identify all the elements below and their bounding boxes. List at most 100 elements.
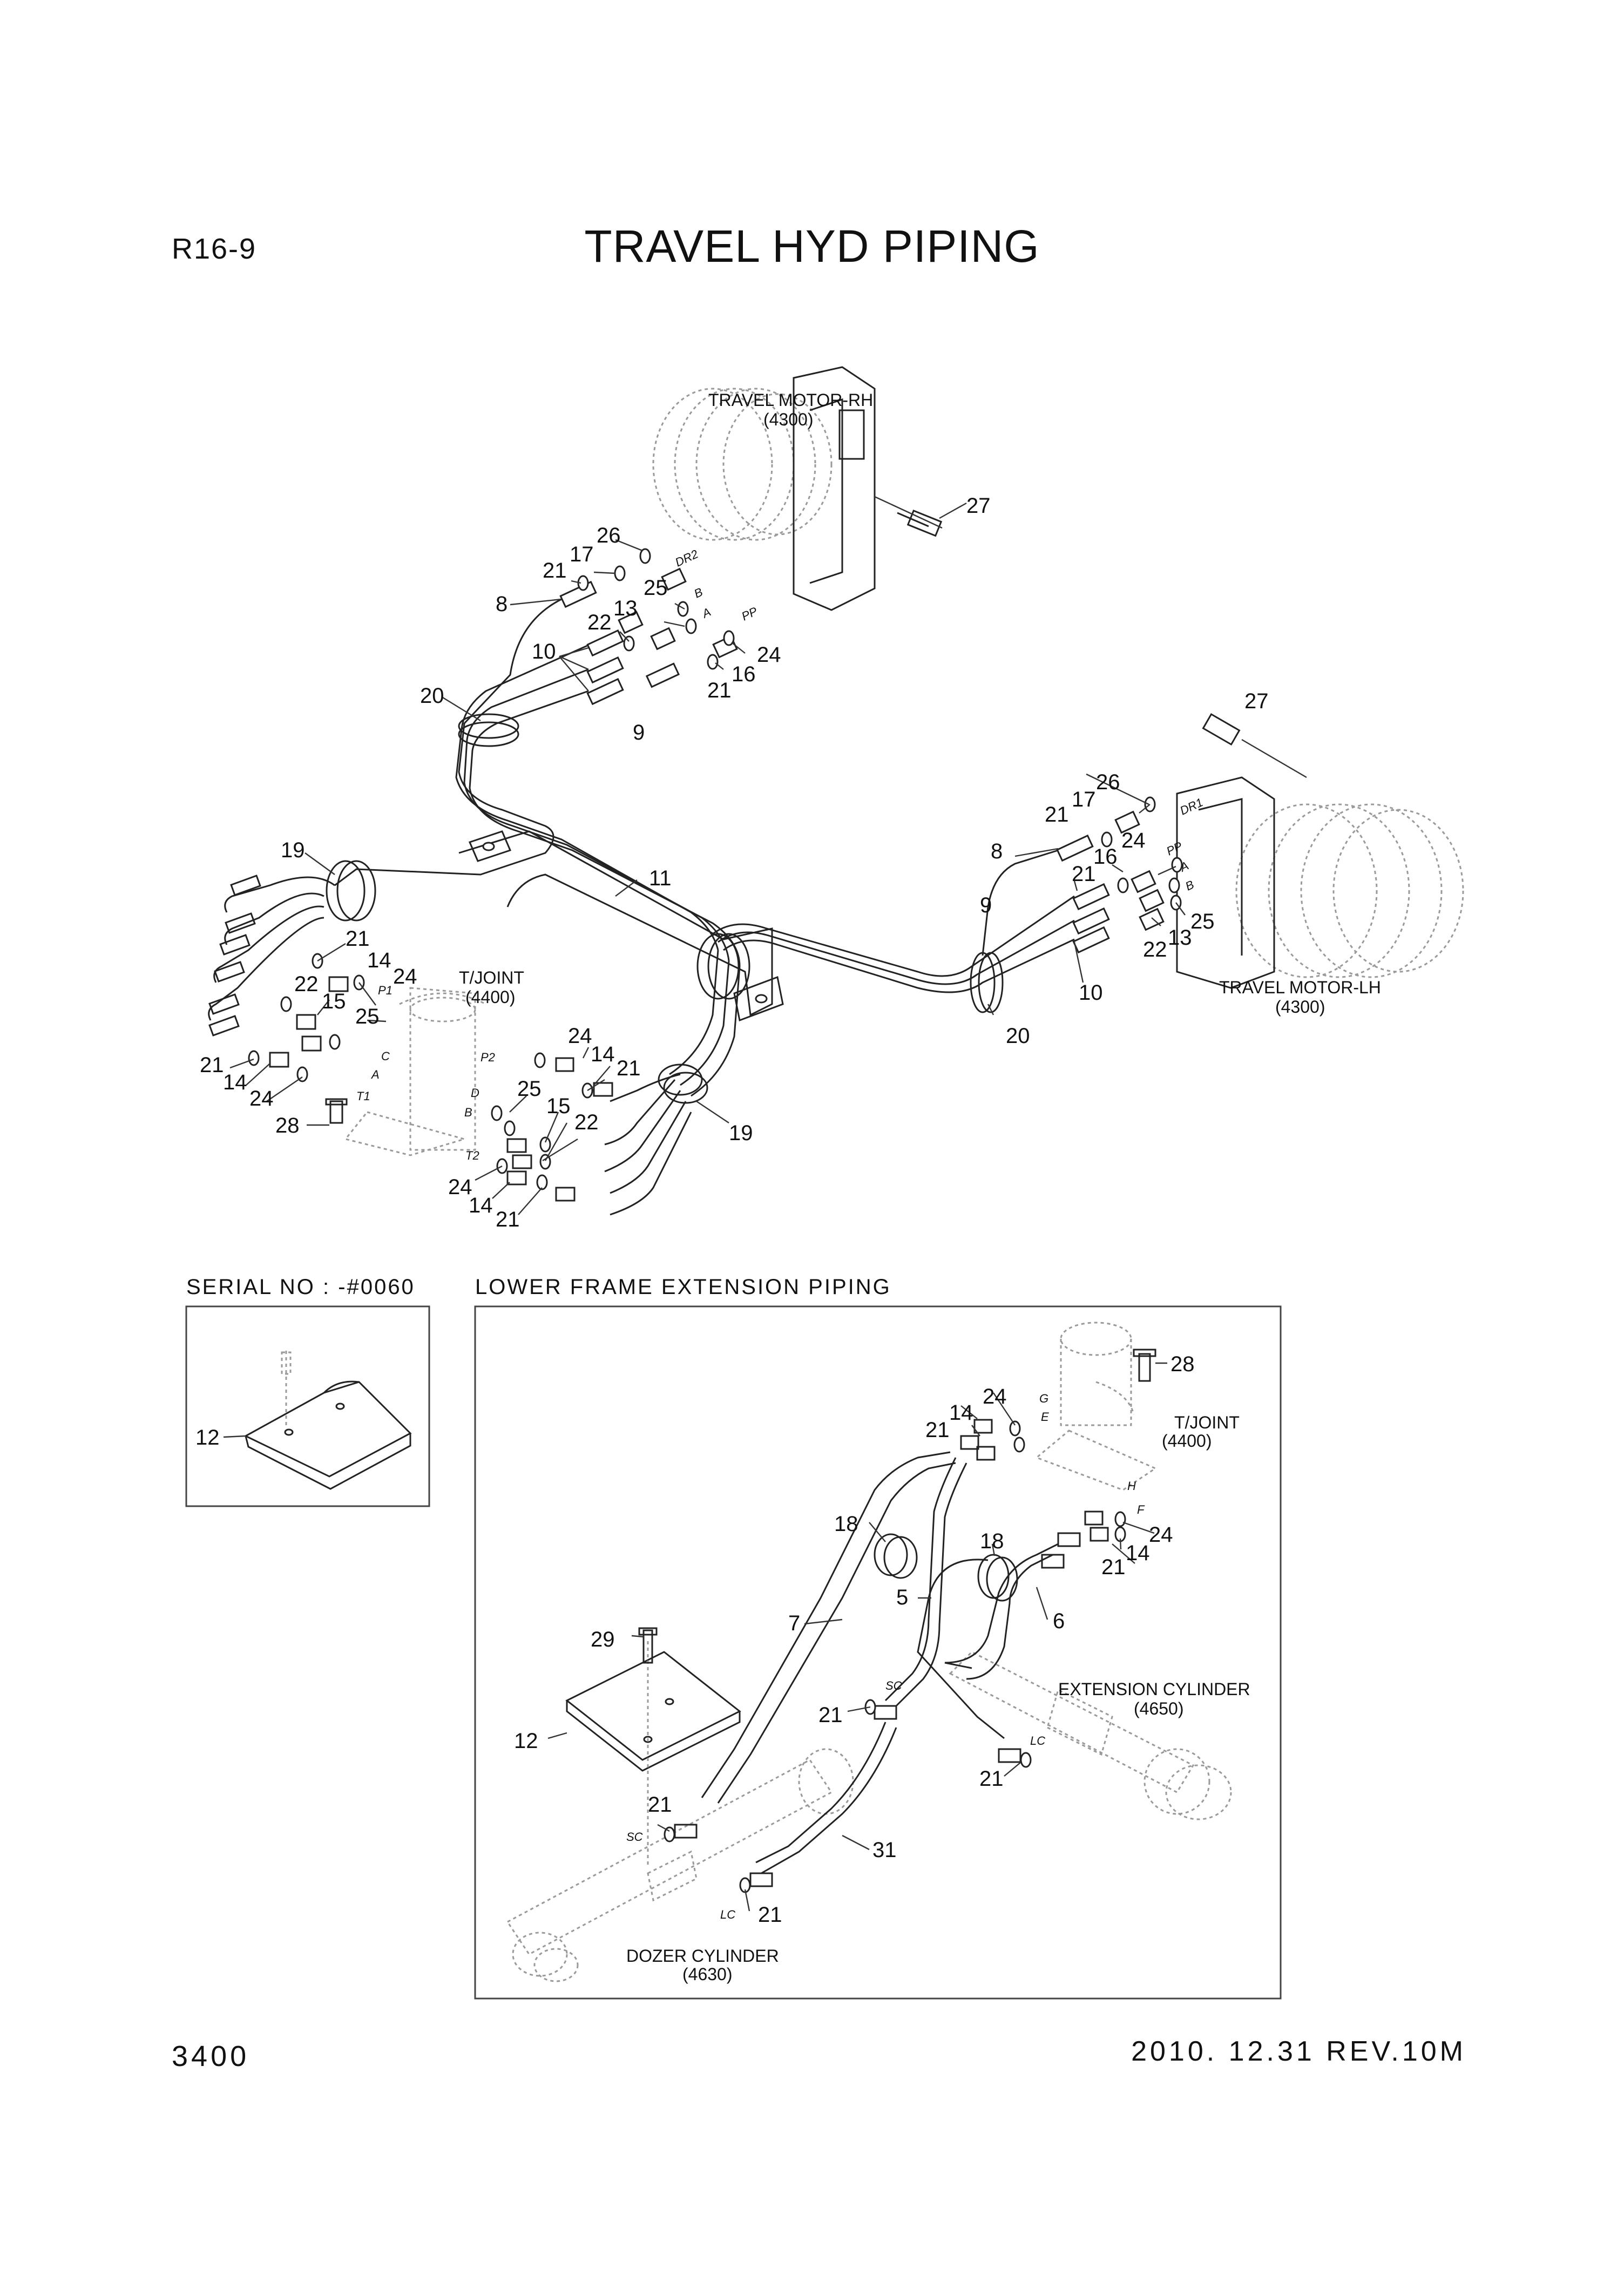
extension-fittings xyxy=(664,1419,1126,1893)
serial-section-label: SERIAL NO : -#0060 xyxy=(186,1275,415,1299)
callout-28-top: 28 xyxy=(275,1114,300,1137)
bolt-lh xyxy=(1202,713,1307,778)
port-ext-sc-b: SC xyxy=(626,1830,643,1844)
callout-17-lh: 17 xyxy=(1072,788,1096,811)
clamps xyxy=(326,713,1004,1104)
rh-fittings xyxy=(559,548,738,706)
tjoint-code: (4400) xyxy=(465,987,516,1007)
callout-16-rh: 16 xyxy=(732,662,756,686)
callout-17-rh: 17 xyxy=(570,543,594,566)
motor-rh-name: TRAVEL MOTOR-RH xyxy=(708,390,873,410)
callout-20-lh: 20 xyxy=(1006,1024,1030,1048)
callout-21-left-b: 21 xyxy=(200,1053,224,1077)
left-hose-ends xyxy=(208,875,365,1082)
port-tj-t2: T2 xyxy=(465,1149,479,1162)
callout-19-left: 19 xyxy=(281,838,305,862)
callout-24-rh: 24 xyxy=(757,643,781,667)
callout-15-left: 15 xyxy=(322,990,346,1013)
callout-21-ext-e: 21 xyxy=(979,1767,1004,1791)
callout-20-rh: 20 xyxy=(420,684,444,708)
travel-motor-rh xyxy=(652,366,876,611)
callout-24-lh: 24 xyxy=(1121,829,1146,852)
callout-21-right-b: 21 xyxy=(496,1208,520,1231)
bolt-rh xyxy=(874,496,943,537)
callout-18-ext-a: 18 xyxy=(834,1512,858,1536)
port-ext-lc-b: LC xyxy=(720,1908,735,1921)
page-code: R16-9 xyxy=(172,233,257,265)
callout-12-ext: 12 xyxy=(514,1729,538,1753)
port-tj-d: D xyxy=(471,1086,479,1100)
callout-27-rh: 27 xyxy=(966,494,991,518)
callout-24-right-a: 24 xyxy=(568,1024,592,1048)
callout-14-ext-b: 14 xyxy=(1126,1541,1150,1565)
serial-box xyxy=(185,1305,430,1507)
motor-rh-code: (4300) xyxy=(763,410,814,429)
port-tj-c: C xyxy=(381,1049,390,1063)
port-lh-b: B xyxy=(1183,878,1196,893)
extension-section-label: LOWER FRAME EXTENSION PIPING xyxy=(475,1275,891,1299)
port-rh-a: A xyxy=(699,605,713,621)
port-rh-dr2: DR2 xyxy=(673,547,700,569)
callout-7: 7 xyxy=(788,1611,800,1635)
callout-25-lh: 25 xyxy=(1190,910,1215,933)
ext-cyl-name: EXTENSION CYLINDER xyxy=(1058,1679,1250,1699)
port-lh-dr1: DR1 xyxy=(1178,795,1205,817)
callout-21-ext-f: 21 xyxy=(758,1903,782,1927)
callout-9-rh: 9 xyxy=(633,721,645,744)
callout-21-left-a: 21 xyxy=(346,927,370,951)
extension-leaders xyxy=(547,1392,1155,1912)
callout-21-ext-a: 21 xyxy=(925,1418,950,1442)
callout-21-ext-b: 21 xyxy=(1101,1555,1126,1579)
top-leaders xyxy=(229,502,1186,1215)
callout-10-lh: 10 xyxy=(1079,981,1103,1005)
port-lh-pp: PP xyxy=(1165,839,1185,858)
callout-14-left-a: 14 xyxy=(367,949,391,972)
motor-lh-code: (4300) xyxy=(1275,997,1325,1017)
tjoint-name: T/JOINT xyxy=(459,968,524,987)
t-joint xyxy=(344,987,486,1156)
ext-tjoint xyxy=(1035,1322,1158,1491)
callout-29: 29 xyxy=(591,1628,615,1651)
callout-6: 6 xyxy=(1053,1609,1065,1633)
callout-28-ext: 28 xyxy=(1170,1352,1195,1376)
dozer-cyl-code: (4630) xyxy=(682,1965,733,1984)
port-rh-pp: PP xyxy=(740,604,760,623)
callout-18-ext-b: 18 xyxy=(980,1529,1004,1553)
callout-26-rh: 26 xyxy=(597,524,621,547)
callout-13-rh: 13 xyxy=(613,597,638,620)
revision-date: 2010. 12.31 REV.10M xyxy=(1131,2036,1466,2067)
callout-21-rh-a: 21 xyxy=(543,559,567,582)
callout-19-right: 19 xyxy=(729,1121,753,1145)
callout-21-right-a: 21 xyxy=(617,1056,641,1080)
callout-25-rh: 25 xyxy=(644,576,668,600)
callout-21-rh-b: 21 xyxy=(707,679,732,702)
port-ext-f: F xyxy=(1137,1503,1145,1516)
callout-9-lh: 9 xyxy=(980,893,992,917)
callout-16-lh: 16 xyxy=(1093,845,1118,869)
callout-24-left-a: 24 xyxy=(393,965,417,988)
callout-24-left-b: 24 xyxy=(249,1087,274,1110)
callout-8-lh: 8 xyxy=(991,839,1003,863)
port-tj-p2: P2 xyxy=(481,1051,495,1064)
callout-22-lh: 22 xyxy=(1143,938,1167,961)
mounting-bracket xyxy=(458,830,784,1022)
port-ext-h: H xyxy=(1127,1479,1136,1493)
callout-31: 31 xyxy=(872,1838,897,1862)
callout-14-left-b: 14 xyxy=(223,1071,247,1094)
port-tj-t1: T1 xyxy=(356,1089,370,1103)
callout-14-right-a: 14 xyxy=(591,1042,615,1066)
callout-11: 11 xyxy=(649,866,672,890)
port-ext-sc-a: SC xyxy=(885,1679,902,1692)
lh-fittings xyxy=(1056,796,1183,954)
callout-24-right-b: 24 xyxy=(448,1175,472,1199)
callout-25-right: 25 xyxy=(517,1077,542,1101)
ext-tjoint-code: (4400) xyxy=(1162,1431,1212,1451)
callout-12-serial: 12 xyxy=(195,1426,220,1449)
bolt-28 xyxy=(307,1098,348,1126)
callout-21-lh-b: 21 xyxy=(1072,862,1096,886)
callout-26-lh: 26 xyxy=(1096,770,1120,794)
callout-25-left: 25 xyxy=(355,1005,380,1028)
extension-cylinder xyxy=(949,1651,1232,1820)
callout-13-lh: 13 xyxy=(1168,926,1192,950)
